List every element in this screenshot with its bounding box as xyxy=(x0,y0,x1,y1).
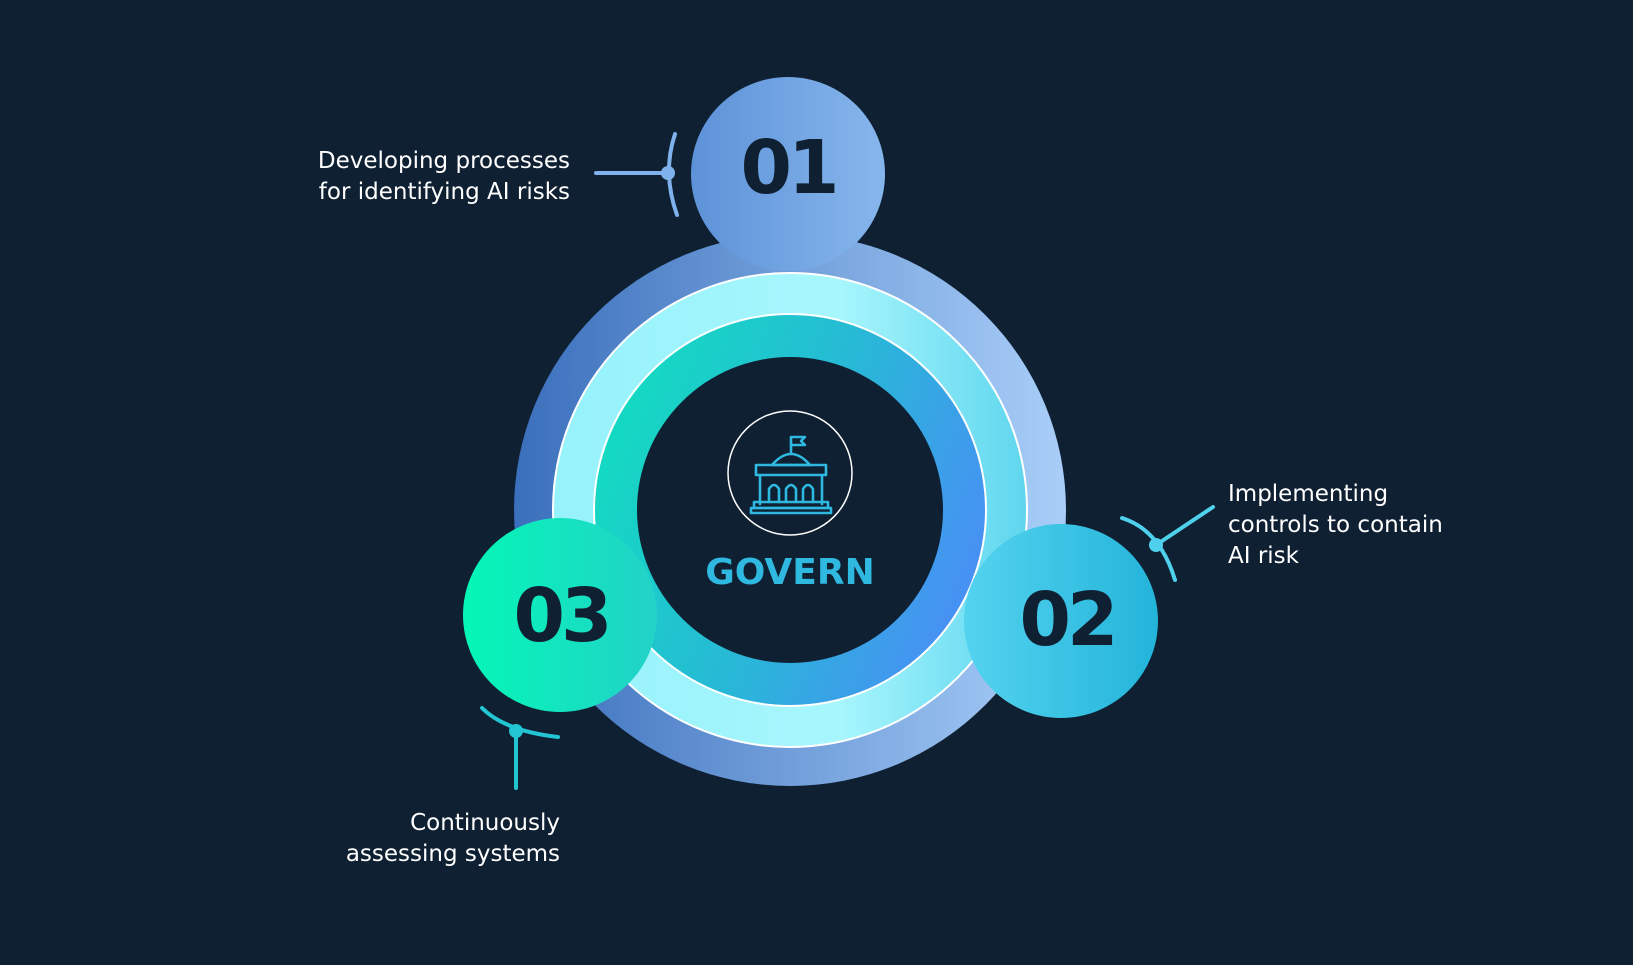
government-building-icon xyxy=(727,410,853,536)
step-02-node: 02 xyxy=(964,524,1158,718)
step-02-label: Implementing controls to contain AI risk xyxy=(1228,479,1628,572)
step-01-label-line-1: Developing processes xyxy=(317,148,570,174)
connector-03 xyxy=(480,706,560,790)
step-01-label-line-2: for identifying AI risks xyxy=(318,179,570,205)
step-03-label-line-1: Continuously xyxy=(410,810,560,836)
step-02-circle xyxy=(964,524,1158,718)
step-01-label: Developing processes for identifying AI … xyxy=(300,146,570,208)
step-02-label-line-1: Implementing xyxy=(1228,481,1389,507)
step-02-label-line-3: AI risk xyxy=(1228,543,1299,569)
connector-01 xyxy=(594,132,679,217)
step-03-number: 03 xyxy=(514,573,609,659)
step-03-label-line-2: assessing systems xyxy=(345,841,560,867)
step-03-node: 03 xyxy=(463,518,657,712)
step-01-node: 01 xyxy=(691,77,885,271)
connector-02 xyxy=(1120,505,1215,582)
step-02-number: 02 xyxy=(1020,577,1115,663)
step-01-circle xyxy=(691,77,885,271)
step-03-circle xyxy=(463,518,657,712)
step-03-label: Continuously assessing systems xyxy=(305,808,560,870)
center-disc xyxy=(637,357,943,663)
step-02-label-line-2: controls to contain xyxy=(1228,512,1443,538)
step-01-number: 01 xyxy=(741,125,836,211)
center-title: GOVERN xyxy=(705,552,875,593)
